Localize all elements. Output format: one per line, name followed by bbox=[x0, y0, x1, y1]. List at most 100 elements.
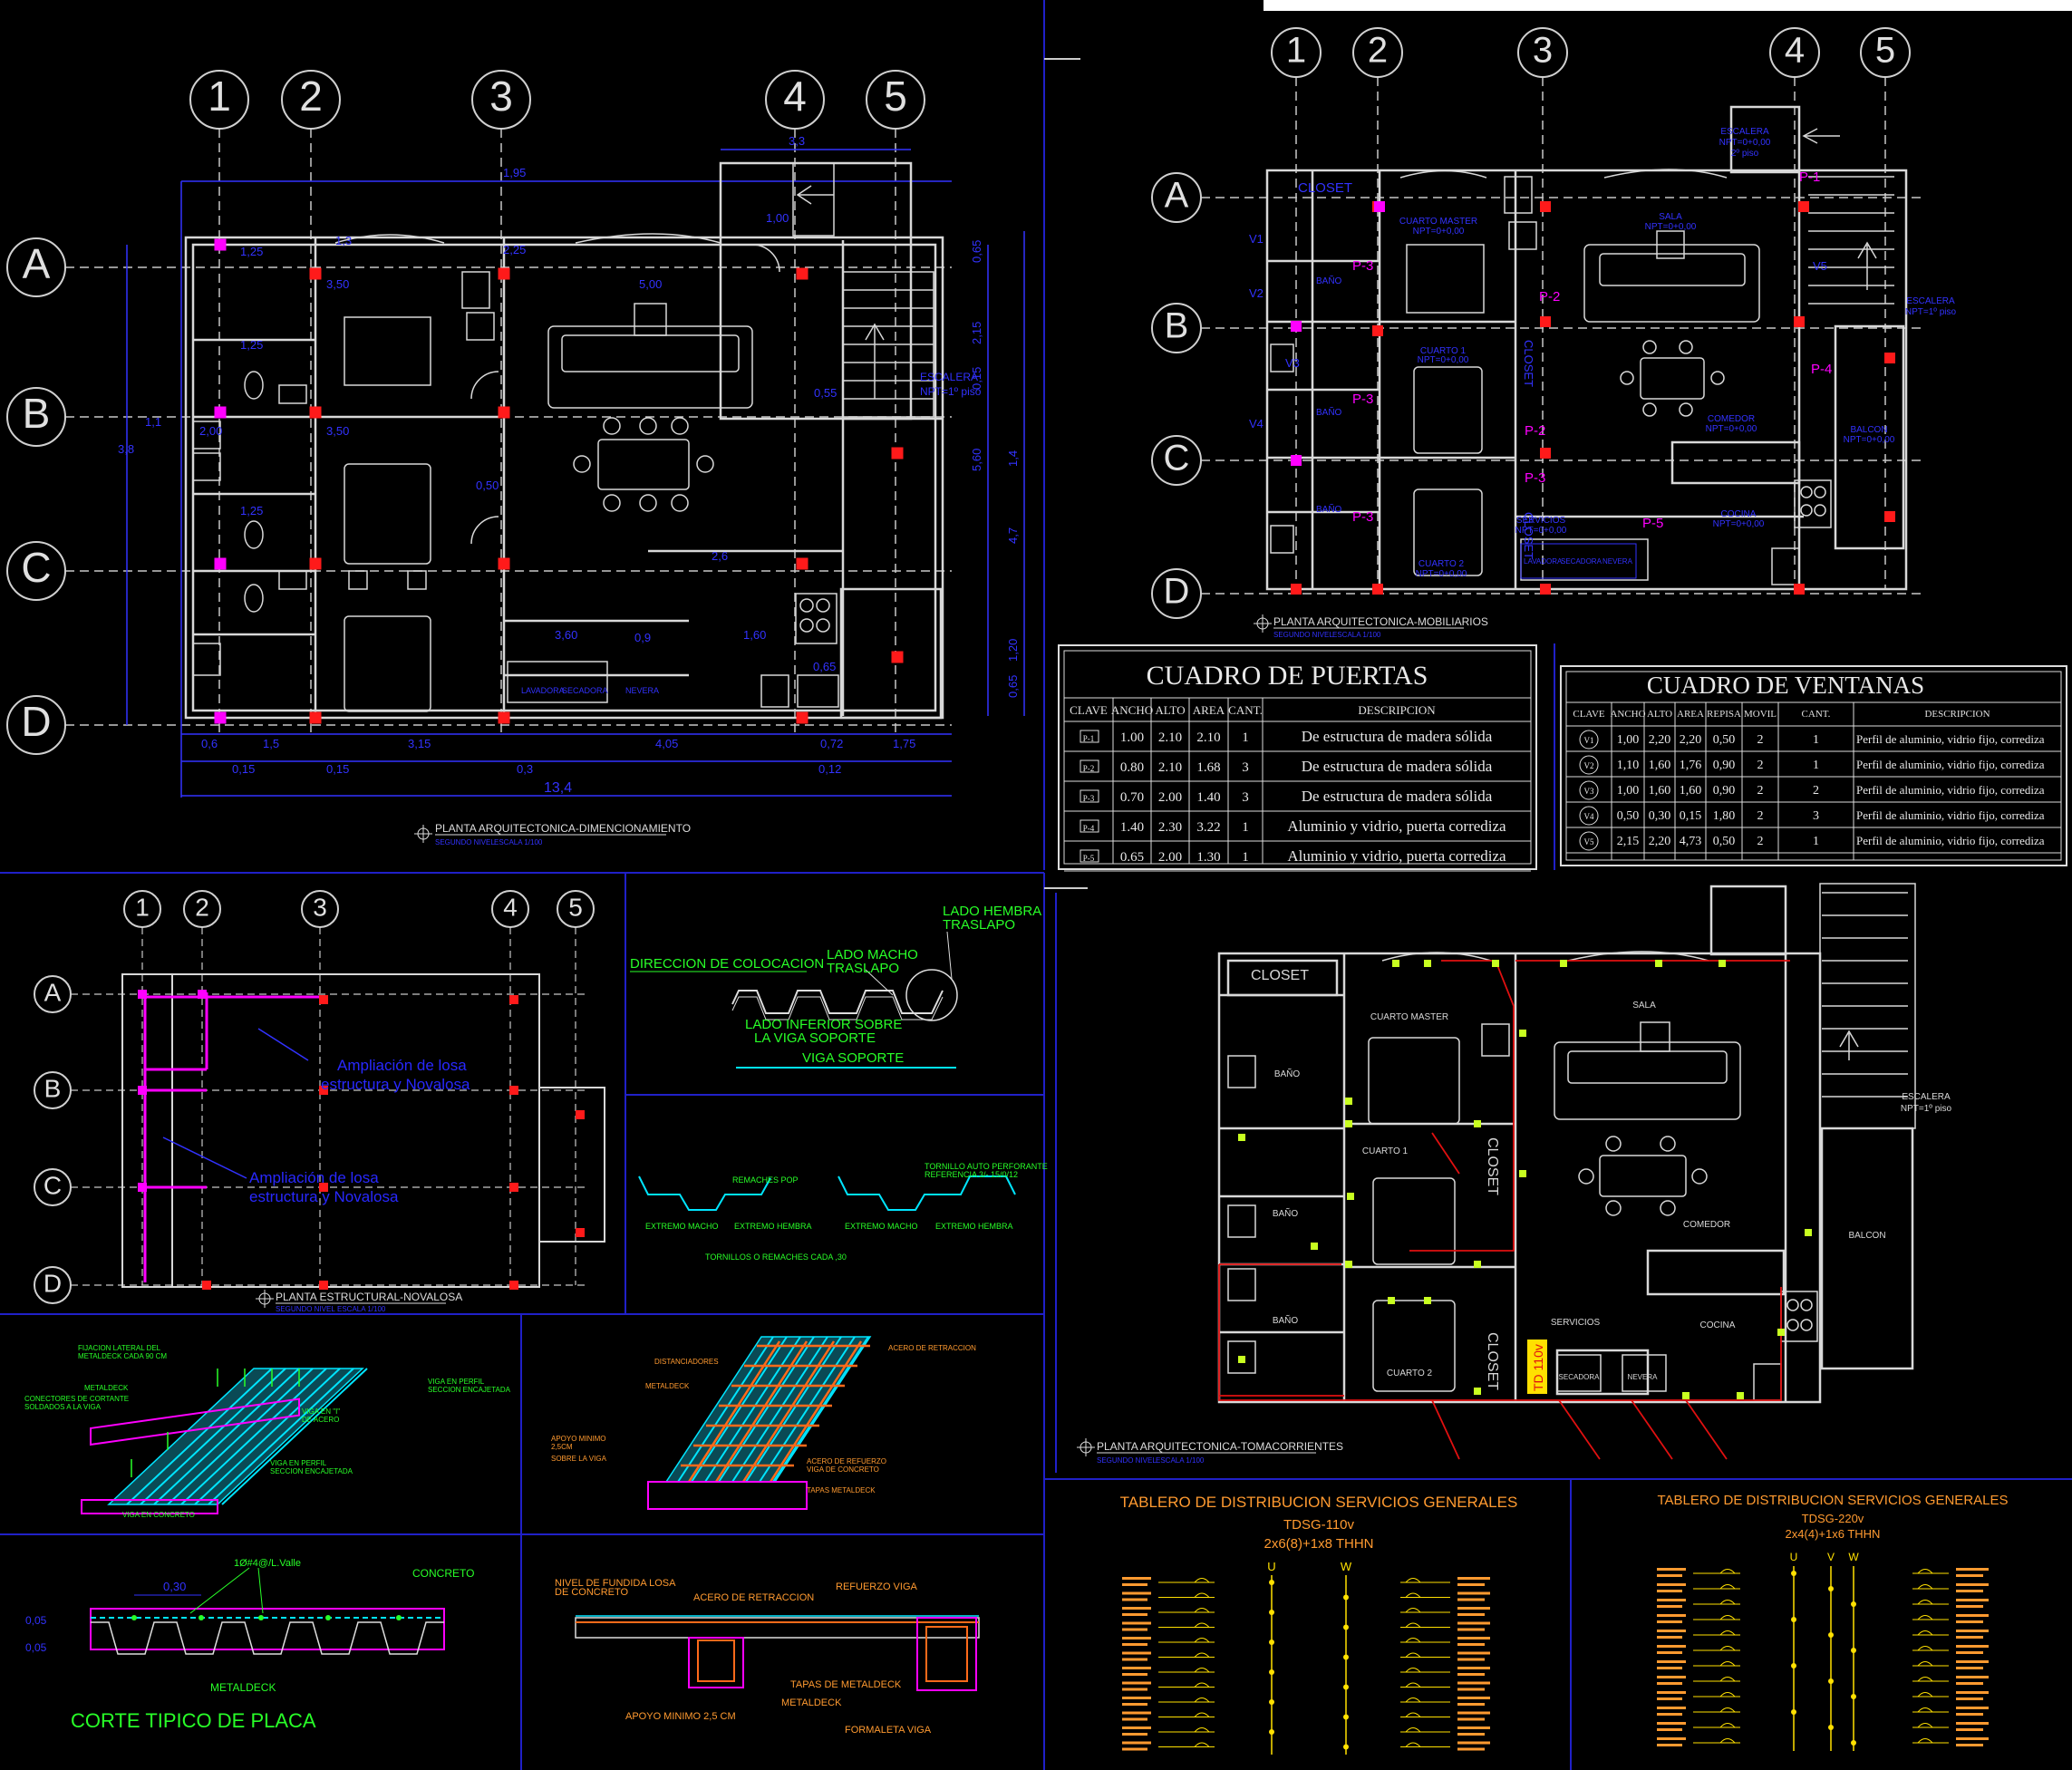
plan3-walls bbox=[1217, 885, 1914, 1404]
traslapo-label-inferior-b: LA VIGA SOPORTE bbox=[754, 1030, 876, 1046]
doors-cell: De estructura de madera sólida bbox=[1302, 788, 1493, 805]
dimension-text: 5,00 bbox=[639, 277, 662, 291]
tablero1-sub1: TDSG-110v bbox=[1283, 1517, 1355, 1533]
doors-cell: 1.40 bbox=[1196, 790, 1220, 805]
windows-cell: 2 bbox=[1757, 733, 1764, 747]
profiles-tornillo-b: REFERENCIA 3/- 15/0/12 bbox=[925, 1170, 1018, 1179]
scrollbar-strip[interactable] bbox=[1264, 0, 2072, 11]
window-key-circle bbox=[1579, 755, 1599, 775]
windows-cell: Perfil de aluminio, vidrio fijo, corredi… bbox=[1856, 783, 2045, 797]
dimension-text: 1,25 bbox=[240, 338, 263, 352]
traslapo-label-direccion: DIRECCION DE COLOCACION bbox=[630, 956, 824, 972]
windows-cell: 2,20 bbox=[1680, 733, 1702, 747]
outlet-symbol bbox=[1311, 1243, 1318, 1250]
iso2-l3: ACERO DE RETRACCION bbox=[888, 1344, 976, 1352]
iso1-l5b: SECCION ENCAJETADA bbox=[428, 1386, 511, 1394]
tablero2-phase-v: V bbox=[1827, 1551, 1835, 1563]
doors-cell: 1 bbox=[1242, 850, 1249, 865]
elec-room-sala: SALA bbox=[1632, 1001, 1656, 1011]
plan1-stair bbox=[792, 162, 934, 418]
window-key-circle bbox=[1579, 780, 1599, 800]
dimension-text: 0,3 bbox=[517, 762, 533, 776]
doors-cell: 2.10 bbox=[1158, 760, 1182, 775]
windows-cell: 4,73 bbox=[1680, 835, 1702, 848]
column bbox=[498, 711, 510, 724]
plan2-closet-vertical: CLOSET CLOSET bbox=[1522, 340, 1535, 559]
windows-cell: 2 bbox=[1757, 835, 1764, 848]
door-key-box bbox=[1080, 730, 1099, 743]
plan3-subtitle: SEGUNDO NIVEL bbox=[1097, 1456, 1157, 1465]
axis-label-1: 1 bbox=[1286, 30, 1306, 70]
iso2-l1: DISTANCIADORES bbox=[654, 1358, 719, 1366]
doors-cell: 3 bbox=[1242, 790, 1249, 805]
elec-room-secadora: SECADORA bbox=[1559, 1373, 1601, 1381]
appliance-secadora: SECADORA bbox=[562, 686, 608, 695]
axis-bubble-2 bbox=[281, 70, 341, 130]
room-servicios: SERVICIOS bbox=[1516, 516, 1566, 526]
dimension-text: 0,9 bbox=[634, 631, 651, 644]
elec-room-servicios: SERVICIOS bbox=[1551, 1318, 1601, 1328]
windows-cell: 1,60 bbox=[1680, 784, 1702, 798]
tablero1-sub2: 2x6(8)+1x8 THHN bbox=[1264, 1536, 1373, 1552]
dimension-text: 0,55 bbox=[814, 386, 837, 400]
doors-cell: P-3 bbox=[1083, 794, 1095, 803]
section-l1a: NIVEL DE FUNDIDA LOSA bbox=[555, 1578, 676, 1589]
axis-bubble-D bbox=[1151, 568, 1202, 619]
section-l2: ACERO DE RETRACCION bbox=[693, 1592, 814, 1603]
room-cuarto-1-level: NPT=0+0,00 bbox=[1418, 355, 1469, 365]
dimension-text: 1,20 bbox=[1006, 639, 1020, 662]
dimension-text: 0,6 bbox=[201, 737, 218, 750]
axis-bubble-2 bbox=[183, 890, 221, 928]
total-dimension: 13,4 bbox=[544, 780, 572, 796]
bano-1: BAÑO bbox=[1316, 275, 1342, 286]
traslapo-label-macho-a: LADO MACHO bbox=[827, 947, 918, 962]
dimension-text: 5,60 bbox=[970, 449, 983, 471]
elec-room-cuarto-1: CUARTO 1 bbox=[1362, 1146, 1409, 1156]
iso1-l7b: SECCION ENCAJETADA bbox=[270, 1467, 353, 1475]
axis-label-D: D bbox=[21, 698, 51, 745]
axis-label-3: 3 bbox=[313, 894, 327, 922]
traslapo-label-hembra-a: LADO HEMBRA bbox=[943, 904, 1041, 919]
detail-profiles: REMACHES POP TORNILLO AUTO PERFORANTE RE… bbox=[638, 1162, 1048, 1262]
axis-bubble-4 bbox=[491, 890, 529, 928]
outlet-symbol bbox=[1519, 1030, 1526, 1037]
detail-traslapo: DIRECCION DE COLOCACION LADO MACHO TRASL… bbox=[630, 904, 1041, 1069]
dimension-text: 3,50 bbox=[326, 277, 349, 291]
room-cuarto-1: CUARTO 1 bbox=[1420, 346, 1467, 356]
elec-room-bano-3: BAÑO bbox=[1273, 1314, 1299, 1326]
windows-cell: Perfil de aluminio, vidrio fijo, corredi… bbox=[1856, 758, 2045, 771]
outlet-symbol bbox=[1238, 1134, 1245, 1141]
windows-cell: 1,60 bbox=[1649, 784, 1671, 798]
axis-label-B: B bbox=[44, 1075, 62, 1103]
room-comedor-level: NPT=0+0,00 bbox=[1706, 424, 1757, 434]
column-pink bbox=[198, 990, 207, 999]
column bbox=[498, 406, 510, 419]
dimension-text: 1,5 bbox=[263, 737, 279, 750]
elec-closet-vertical-1: CLOSET bbox=[1485, 1137, 1500, 1195]
iso2-l2: METALDECK bbox=[645, 1382, 690, 1390]
outlet-symbol bbox=[1560, 960, 1567, 967]
elec-room-cuarto-2: CUARTO 2 bbox=[1387, 1369, 1433, 1378]
axis-label-2: 2 bbox=[299, 73, 323, 120]
column bbox=[1540, 448, 1551, 459]
windows-table-title: CUADRO DE VENTANAS bbox=[1647, 672, 1924, 699]
room-cuarto-2: CUARTO 2 bbox=[1418, 559, 1465, 569]
windows-cell: V1 bbox=[1584, 736, 1594, 745]
iso2-l5b: VIGA DE CONCRETO bbox=[807, 1465, 879, 1474]
axis-label-3: 3 bbox=[1533, 30, 1553, 70]
column-pink bbox=[1291, 321, 1302, 332]
doors-header-cell: ALTO bbox=[1155, 703, 1185, 717]
dimension-text: 2,00 bbox=[199, 424, 222, 438]
plan3-title: PLANTA ARQUITECTONICA-TOMACORRIENTES bbox=[1097, 1440, 1343, 1453]
plan2-furniture bbox=[1270, 169, 1832, 585]
profiles-hembra-1: EXTREMO HEMBRA bbox=[734, 1222, 812, 1231]
axis-label-C: C bbox=[21, 544, 51, 591]
doors-cell: 2.00 bbox=[1158, 850, 1182, 865]
doors-cell: 3.22 bbox=[1196, 820, 1220, 835]
column bbox=[1794, 584, 1805, 595]
tablero2-phase-w: W bbox=[1848, 1551, 1859, 1563]
windows-cell: 2 bbox=[1757, 809, 1764, 823]
dimension-text: 4,7 bbox=[1006, 527, 1020, 544]
